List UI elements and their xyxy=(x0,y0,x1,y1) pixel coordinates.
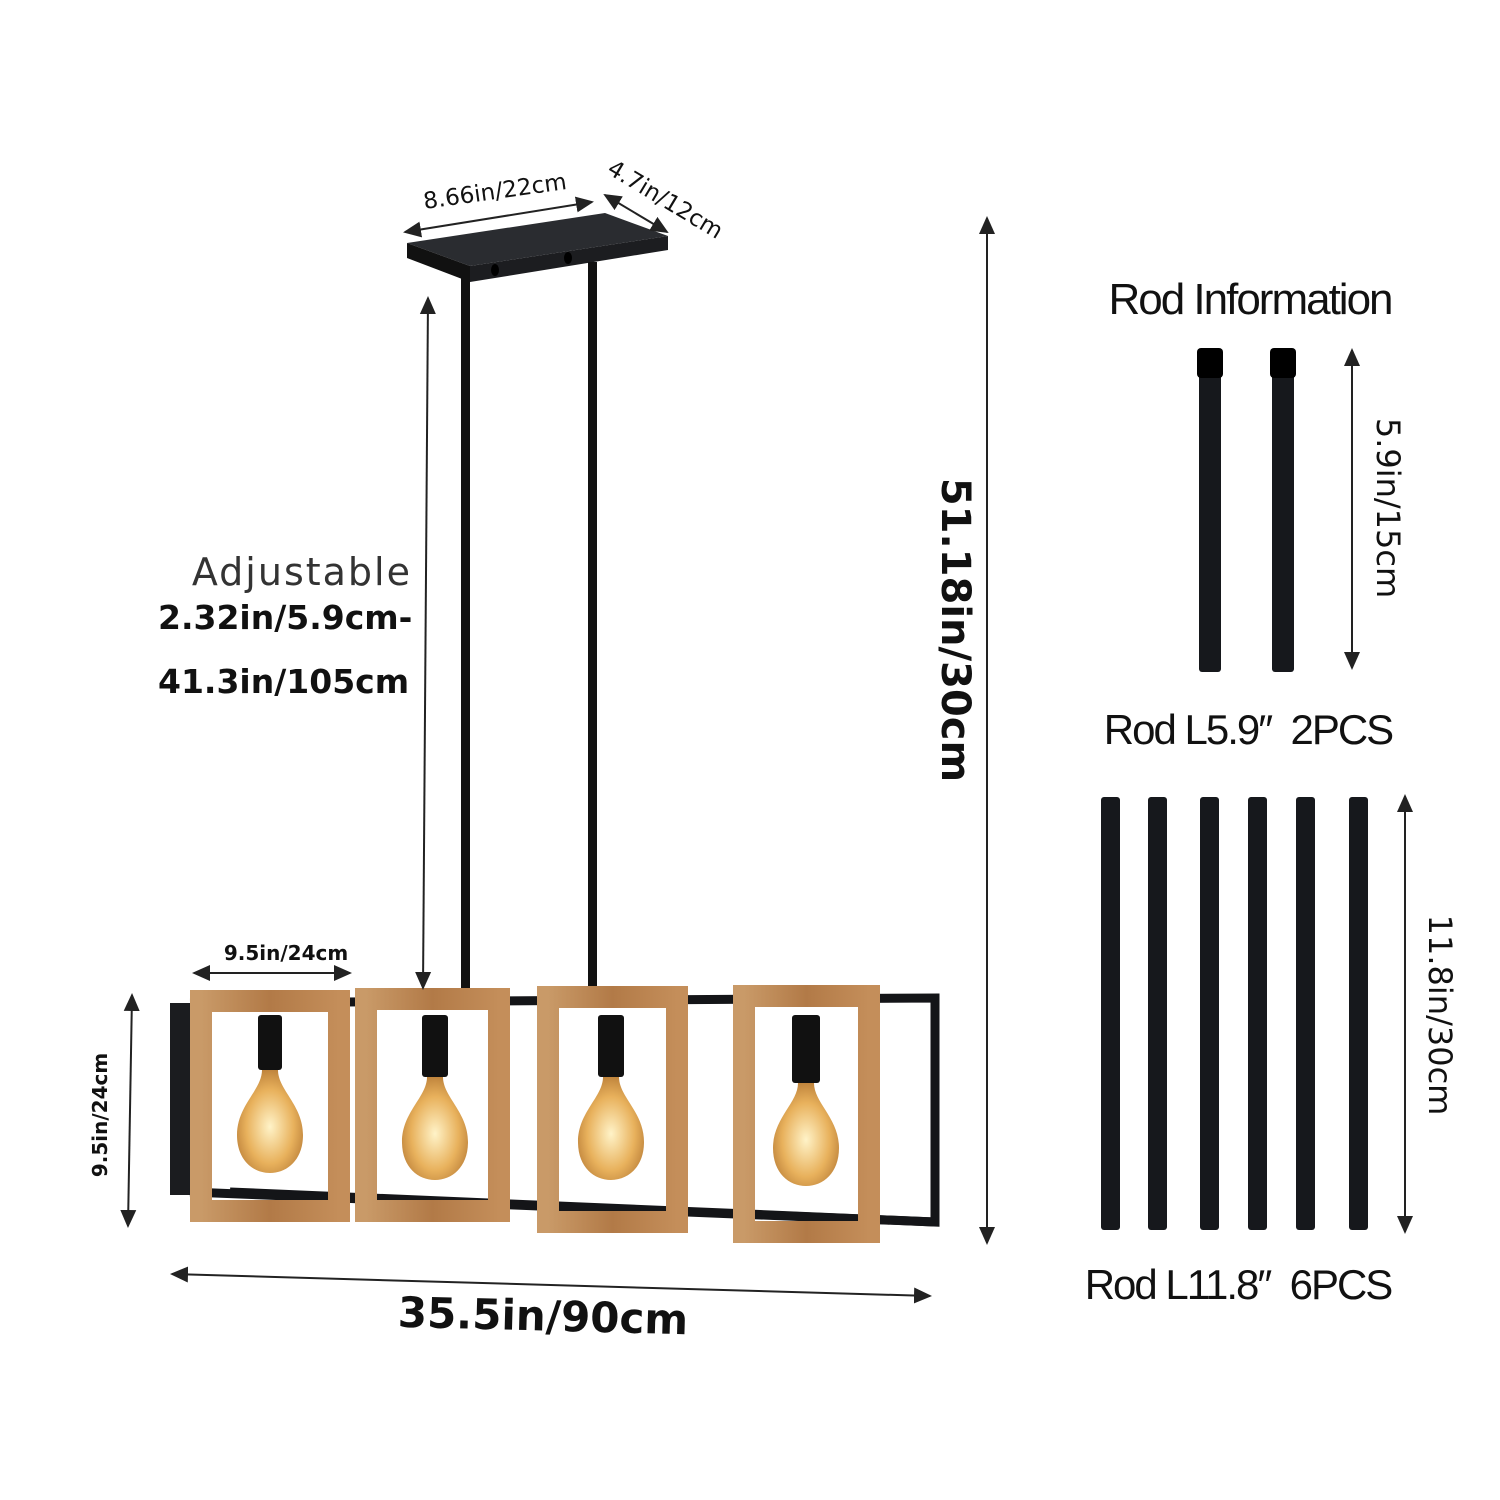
short-rod-caption: Rod L5.9″ 2PCS xyxy=(1103,706,1394,753)
short-rods xyxy=(1197,348,1296,672)
short-rod-length-label: 5.9in/15cm xyxy=(1369,417,1407,599)
bulbs xyxy=(237,1015,839,1186)
suspension-rod xyxy=(461,275,470,1000)
ceiling-canopy xyxy=(407,213,668,282)
total-height-label: 51.18in/30cm xyxy=(932,477,978,783)
wood-shades xyxy=(190,985,880,1243)
shade-height-label: 9.5in/24cm xyxy=(88,1052,112,1178)
dimension-arrows xyxy=(120,193,1413,1304)
rod-information-title: Rod Information xyxy=(1108,275,1393,324)
adjustable-range-start: 2.32in/5.9cm- xyxy=(158,598,413,637)
adjustable-label: Adjustable xyxy=(191,550,412,594)
suspension-rod xyxy=(588,262,597,997)
long-rod-caption: Rod L11.8″ 6PCS xyxy=(1084,1261,1394,1308)
long-rods xyxy=(1101,797,1368,1230)
shade-width-label: 9.5in/24cm xyxy=(223,941,349,965)
adjustable-range-end: 41.3in/105cm xyxy=(158,662,410,701)
back-plate xyxy=(170,1003,192,1195)
long-rod-length-label: 11.8in/30cm xyxy=(1421,914,1459,1116)
total-length-label: 35.5in/90cm xyxy=(397,1287,689,1345)
